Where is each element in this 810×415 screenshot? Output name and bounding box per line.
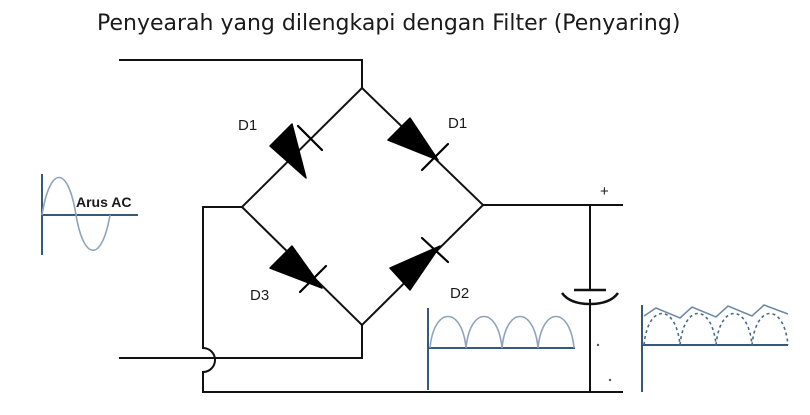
label-d1-right: D1 [448,115,467,132]
filtered-underlying-rectified-wave [643,312,789,346]
wire-input-bottom [119,324,363,359]
label-d1-left: D1 [238,117,257,134]
diode-d3 [269,245,328,294]
capacitor-plate-bottom [560,292,620,306]
wire-left-return [202,206,243,349]
dot-marker-upper [596,343,600,347]
bridge-edge-top-left [240,86,364,209]
diagram-title: Penyearah yang dilengkapi dengan Filter … [97,11,680,36]
wire-left-return-lower [202,371,591,393]
label-plus: + [600,183,609,200]
filter-capacitor [560,288,620,306]
filtered-waveform-graph [641,304,789,392]
dot-marker-lower [608,378,612,382]
ac-sine-wave [41,177,111,251]
diode-d1-right [387,117,450,172]
wire-crossing-hop [201,346,216,374]
diode-d2 [389,236,450,291]
rectified-wave [429,315,575,349]
filtered-ripple-wave [643,304,789,319]
rectified-waveform-graph [427,308,575,390]
wire-input-top [119,59,363,89]
ac-waveform-graph [41,174,138,255]
label-d3: D3 [250,287,269,304]
diode-d1-left [269,123,324,179]
circuit-wiring [119,59,623,393]
label-ac-source: Arus AC [76,194,132,210]
label-d2: D2 [450,285,469,302]
